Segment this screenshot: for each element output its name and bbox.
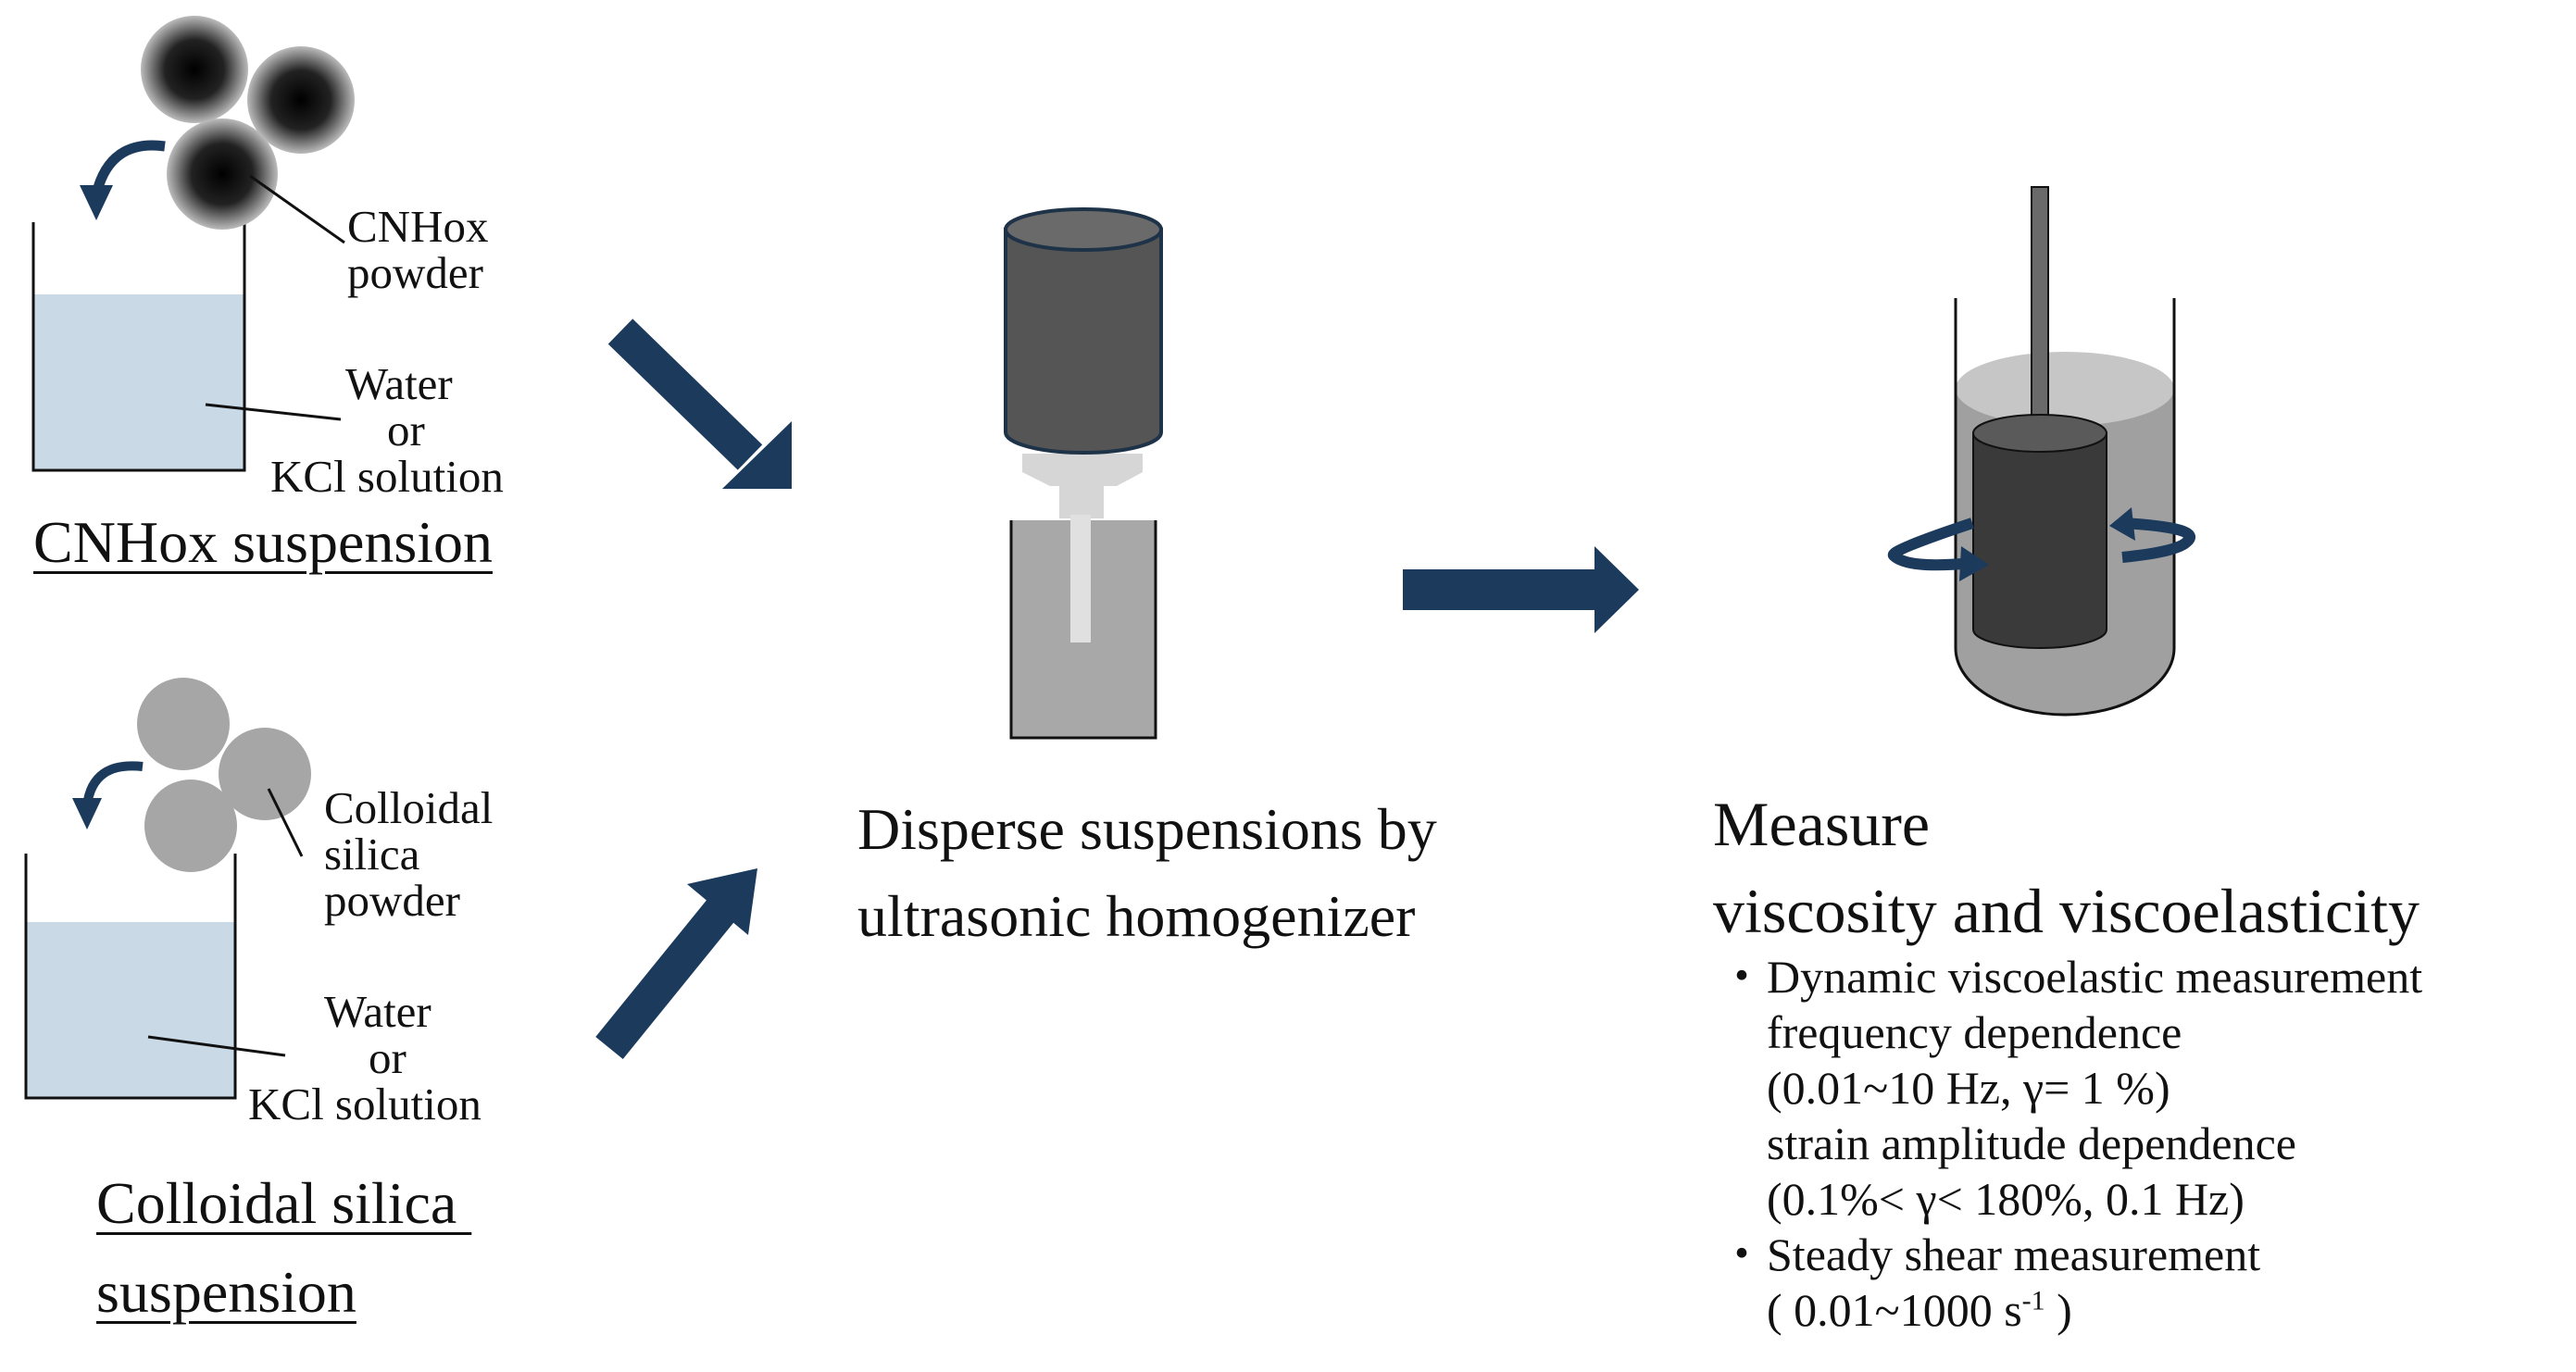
arrow-from-cnhox-icon	[607, 318, 792, 489]
measurement-line-1: Dynamic viscoelastic measurement	[1767, 951, 2423, 1003]
transducer-top	[1004, 207, 1163, 252]
silica-powder-leader-line	[267, 788, 304, 857]
silica-powder-particles	[137, 678, 311, 872]
shear-rate-unit-exponent: -1	[2021, 1285, 2045, 1316]
silica-liquid-label-line3: KCl solution	[248, 1079, 481, 1129]
silica-particle	[144, 780, 237, 872]
silica-powder-label-line2: silica	[324, 829, 420, 879]
cnhox-powder-leader-line	[249, 174, 345, 244]
cnhox-powder-label-line2: powder	[347, 247, 483, 298]
measurement-line-7: ( 0.01~1000 s-1 )	[1767, 1287, 2072, 1333]
homogenizer-caption-line1: Disperse suspensions by	[857, 796, 1437, 862]
arrow-from-silica-icon	[595, 868, 757, 1059]
shear-rate-range: ( 0.01~1000 s	[1767, 1284, 2022, 1336]
nanohorn-particle	[247, 46, 355, 154]
rheometer-bob	[1972, 432, 2107, 649]
rheometer-bob-top	[1972, 414, 2107, 453]
cnhox-powder-particles	[141, 16, 355, 230]
ultrasonic-homogenizer	[1004, 207, 1163, 740]
silica-liquid-leader-line	[147, 1035, 286, 1057]
measurement-line-2: frequency dependence	[1767, 1006, 2182, 1058]
silica-suspension-title-line1: Colloidal silica	[96, 1170, 472, 1236]
silica-liquid-label-line2: or	[369, 1032, 406, 1083]
transducer-body	[1004, 228, 1163, 455]
rheometer-cup-outline	[1954, 298, 2176, 717]
silica-particle	[137, 678, 230, 770]
measurement-line-3: (0.01~10 Hz, γ= 1 %)	[1767, 1062, 2170, 1114]
silica-beaker	[24, 854, 237, 1100]
ultrasonic-probe	[1070, 515, 1091, 642]
silica-particle	[219, 728, 311, 820]
cnhox-beaker-liquid	[33, 294, 244, 470]
cnhox-liquid-label-line2: or	[387, 405, 425, 455]
bullet-mark: ・	[1719, 1229, 1765, 1280]
silica-pour-arrow-icon	[72, 761, 144, 829]
silica-beaker-liquid	[26, 922, 235, 1098]
cnhox-liquid-leader-line	[205, 403, 342, 421]
cnhox-pour-arrow-icon	[80, 140, 166, 220]
cnhox-powder-label-line1: CNHox	[347, 201, 489, 252]
sample-beaker-outline	[1009, 520, 1157, 740]
cnhox-beaker-outline	[31, 222, 246, 472]
measurement-line-5: (0.1%< γ< 180%, 0.1 Hz)	[1767, 1173, 2245, 1225]
cnhox-liquid-label-line1: Water	[345, 358, 453, 409]
rheometer-shaft	[2031, 186, 2049, 427]
horn-neck	[1059, 483, 1104, 518]
measure-heading-line2: viscosity and viscoelasticity	[1713, 876, 2420, 946]
rotation-arrow-right-icon	[2109, 507, 2195, 563]
rotation-arrow-left-icon	[1887, 518, 1989, 581]
measurement-line-6: Steady shear measurement	[1767, 1229, 2261, 1280]
rheometer-cup-surface	[1956, 352, 2174, 426]
silica-suspension-title-line2: suspension	[96, 1259, 356, 1325]
rheometer	[1887, 186, 2195, 717]
silica-powder-label-line3: powder	[324, 875, 460, 926]
horn-adapter	[1022, 454, 1143, 486]
silica-liquid-label-line1: Water	[324, 986, 431, 1037]
measurement-line-4: strain amplitude dependence	[1767, 1117, 2296, 1169]
cnhox-liquid-label-line3: KCl solution	[270, 451, 504, 502]
cnhox-suspension-title: CNHox suspension	[33, 509, 494, 575]
silica-beaker-outline	[24, 854, 237, 1100]
homogenizer-caption-line2: ultrasonic homogenizer	[857, 883, 1416, 949]
cnhox-beaker	[31, 222, 246, 472]
shear-rate-close: )	[2045, 1284, 2072, 1336]
silica-powder-label-line1: Colloidal	[324, 782, 494, 833]
nanohorn-particle	[167, 118, 278, 230]
nanohorn-particle	[141, 16, 248, 123]
measure-heading-line1: Measure	[1713, 789, 1931, 859]
bullet-mark: ・	[1719, 951, 1765, 1003]
arrow-to-measure-icon	[1403, 546, 1639, 633]
